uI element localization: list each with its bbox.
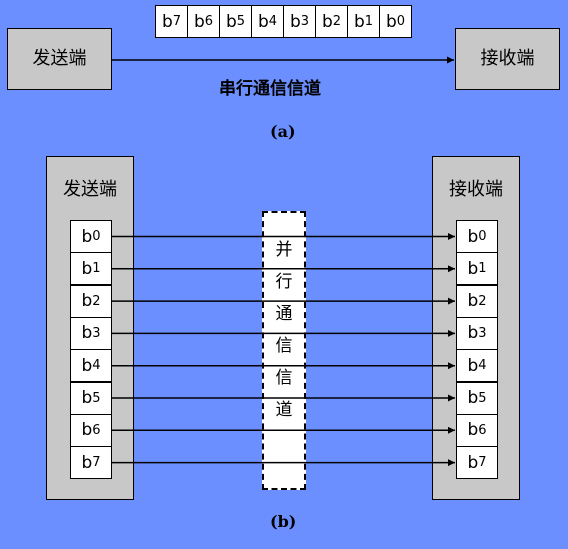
sender-bit-subscript: 2 bbox=[92, 293, 101, 309]
receiver-bit-subscript: 3 bbox=[478, 325, 487, 341]
serial-receiver-box: 接收端 bbox=[455, 28, 560, 90]
receiver-bit-base: b bbox=[467, 355, 479, 376]
receiver-bit-base: b bbox=[467, 323, 479, 344]
parallel-channel: 并行通信信道 bbox=[262, 211, 306, 490]
receiver-bit-subscript: 4 bbox=[478, 358, 487, 374]
parallel-sender-label: 发送端 bbox=[63, 179, 117, 200]
parallel-channel-char: 道 bbox=[275, 400, 293, 420]
sender-bit-base: b bbox=[81, 291, 93, 312]
parallel-channel-char: 信 bbox=[275, 336, 293, 356]
sender-bit-base: b bbox=[81, 355, 93, 376]
receiver-bit-subscript: 1 bbox=[478, 261, 487, 277]
receiver-bit-subscript: 7 bbox=[478, 455, 487, 471]
receiver-bit-subscript: 0 bbox=[478, 229, 487, 244]
receiver-bit-base: b bbox=[467, 388, 479, 408]
receiver-bit-subscript: 2 bbox=[478, 293, 487, 309]
receiver-bit-base: b bbox=[467, 452, 479, 473]
serial-bit-subscript: 4 bbox=[268, 14, 278, 29]
parallel-channel-char: 并 bbox=[275, 240, 293, 260]
serial-sender-box: 发送端 bbox=[7, 28, 112, 90]
sender-bit-base: b bbox=[81, 323, 93, 344]
sender-bit-subscript: 7 bbox=[92, 455, 101, 471]
serial-channel-label: 串行通信信道 bbox=[219, 79, 321, 99]
serial-bit-subscript: 5 bbox=[236, 14, 246, 29]
parallel-channel-char: 通 bbox=[275, 304, 293, 324]
sender-bit-subscript: 5 bbox=[92, 390, 101, 406]
serial-bit-base: b bbox=[225, 11, 237, 32]
serial-bit-base: b bbox=[161, 11, 173, 32]
parallel-channel-char: 信 bbox=[275, 368, 293, 388]
serial-bit-base: b bbox=[385, 11, 397, 32]
serial-bit-base: b bbox=[193, 11, 205, 32]
serial-receiver-label: 接收端 bbox=[480, 48, 535, 69]
sender-bit-base: b bbox=[81, 258, 93, 279]
serial-bit-subscript: 1 bbox=[364, 14, 374, 29]
receiver-bit-subscript: 5 bbox=[478, 390, 487, 406]
serial-bit-base: b bbox=[321, 11, 333, 32]
serial-bit-base: b bbox=[353, 11, 365, 32]
sender-bit-base: b bbox=[81, 420, 93, 441]
caption-b: (b) bbox=[270, 512, 297, 531]
sender-bit-subscript: 4 bbox=[92, 358, 101, 374]
sender-bit-base: b bbox=[81, 388, 93, 408]
parallel-channel-char: 行 bbox=[275, 272, 293, 292]
serial-bit-base: b bbox=[257, 11, 269, 32]
receiver-bit-base: b bbox=[467, 291, 479, 312]
sender-bit-subscript: 1 bbox=[92, 261, 101, 277]
receiver-bit-subscript: 6 bbox=[478, 422, 487, 438]
serial-bit-subscript: 3 bbox=[300, 14, 310, 29]
serial-bit-subscript: 7 bbox=[172, 14, 182, 29]
parallel-receiver-label: 接收端 bbox=[449, 179, 503, 200]
serial-bit-subscript: 2 bbox=[332, 14, 342, 29]
receiver-bit-base: b bbox=[467, 226, 479, 247]
serial-bit-subscript: 0 bbox=[396, 14, 406, 29]
serial-bit-subscript: 6 bbox=[204, 14, 214, 29]
sender-bit-base: b bbox=[81, 226, 93, 247]
caption-a: (a) bbox=[270, 122, 296, 141]
serial-sender-label: 发送端 bbox=[32, 48, 87, 69]
sender-bit-subscript: 0 bbox=[92, 229, 101, 244]
sender-bit-subscript: 6 bbox=[92, 422, 101, 438]
sender-bit-subscript: 3 bbox=[92, 325, 101, 341]
sender-bit-base: b bbox=[81, 452, 93, 473]
serial-bit-base: b bbox=[289, 11, 301, 32]
receiver-bit-base: b bbox=[467, 258, 479, 279]
receiver-bit-base: b bbox=[467, 420, 479, 441]
